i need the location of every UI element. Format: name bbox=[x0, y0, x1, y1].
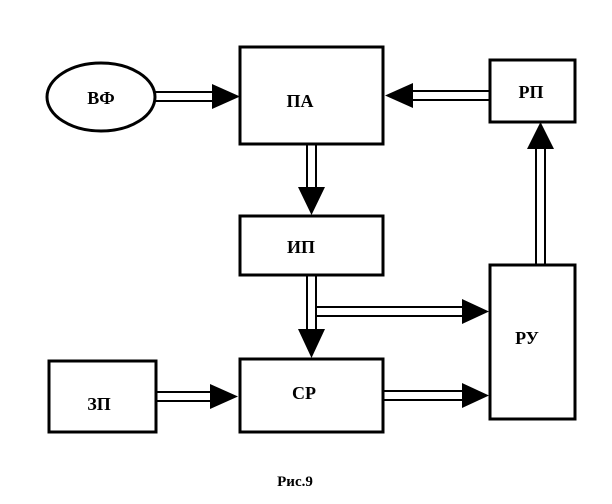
node-rp-label: РП bbox=[519, 82, 544, 102]
node-rp bbox=[488, 58, 577, 124]
figure-caption: Рис.9 bbox=[277, 474, 313, 490]
node-vf bbox=[45, 61, 157, 133]
arrow-ru-to-rp bbox=[527, 122, 554, 265]
arrow-ip-to-ru bbox=[316, 299, 489, 324]
node-sr-label: СР bbox=[292, 383, 316, 403]
node-zp bbox=[47, 359, 158, 434]
node-vf-label: ВФ bbox=[87, 88, 114, 108]
node-ru-label: РУ bbox=[515, 328, 539, 348]
arrow-rp-to-pa bbox=[385, 83, 490, 108]
arrow-pa-to-ip bbox=[298, 144, 325, 215]
node-ip-label: ИП bbox=[287, 237, 315, 257]
node-pa bbox=[238, 45, 385, 146]
arrow-ip-to-sr bbox=[298, 275, 325, 358]
node-ip bbox=[238, 214, 385, 277]
node-zp-label: ЗП bbox=[87, 394, 111, 414]
node-ru bbox=[488, 263, 577, 421]
arrow-zp-to-sr bbox=[156, 384, 238, 409]
arrow-sr-to-ru bbox=[383, 383, 489, 408]
node-pa-label: ПА bbox=[287, 91, 314, 111]
node-sr bbox=[238, 357, 385, 434]
arrow-vf-to-pa bbox=[155, 84, 240, 109]
